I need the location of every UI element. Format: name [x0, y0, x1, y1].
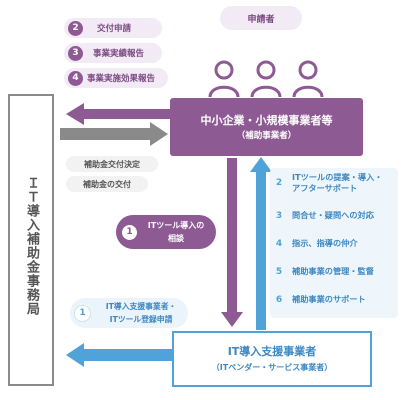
support-line1: ITツールの提案・導入・: [292, 172, 383, 182]
secretariat-box: [8, 94, 54, 386]
consult-badge: 1 ITツール導入の 相談: [116, 215, 216, 249]
step-number: 3: [68, 45, 83, 61]
step-number: 2: [68, 20, 83, 36]
support-line1: 指示、指導の仲介: [292, 238, 358, 248]
support-item: 3 問合せ・疑問への対応: [272, 210, 396, 221]
step-item: 4 事業実施効果報告: [64, 68, 168, 88]
registration-line2: ITツール登録申請: [109, 315, 173, 324]
support-line1: 補助事業の管理・監督: [292, 266, 374, 276]
support-panel: [270, 168, 398, 318]
support-number: 2: [275, 178, 283, 188]
registration-number: 1: [74, 304, 91, 322]
step-label: 交付申請: [97, 24, 132, 34]
support-item: 4 指示、指導の仲介: [272, 238, 396, 249]
applicant-badge: 申請者: [220, 6, 302, 30]
arrow-sme-to-secretariat: [66, 103, 170, 125]
grant-decision-label: 補助金交付決定: [66, 156, 158, 172]
consult-line2: 相談: [168, 234, 184, 243]
support-line1: 問合せ・疑問への対応: [292, 210, 374, 220]
grant-payment-label: 補助金の交付: [66, 176, 148, 192]
vendor-box: [172, 331, 372, 387]
step-item: 3 事業実績報告: [64, 43, 162, 63]
consult-number: 1: [122, 224, 137, 240]
registration-line1: IT導入支援事業者・: [105, 302, 177, 311]
sme-box: [170, 98, 363, 156]
registration-badge: 1 IT導入支援事業者・ ITツール登録申請: [70, 298, 188, 328]
support-item: 5 補助事業の管理・監督: [272, 266, 396, 277]
support-item: 6 補助事業のサポート: [272, 294, 396, 305]
support-number: 6: [275, 294, 283, 305]
grant-payment-text: 補助金の交付: [83, 179, 131, 189]
consult-line1: ITツール導入の: [147, 221, 205, 230]
sme-subtitle: （補助事業者）: [236, 131, 297, 141]
step-number: 4: [68, 70, 83, 86]
arrow-secretariat-to-sme: [60, 122, 168, 146]
support-number: 3: [275, 210, 283, 221]
vendor-title: IT導入支援事業者: [227, 345, 317, 358]
sme-title: 中小企業・小規模事業者等: [200, 114, 333, 127]
support-item: 2 ITツールの提案・導入・アフターサポート: [272, 172, 396, 194]
support-line2: アフターサポート: [292, 183, 358, 193]
step-label: 事業実績報告: [93, 49, 145, 59]
support-number: 5: [275, 266, 283, 277]
vendor-subtitle: （ITベンダー・サービス事業者）: [211, 363, 333, 372]
support-number: 4: [275, 238, 283, 249]
arrow-vendor-to-sme: [250, 157, 272, 330]
secretariat-title: ＩＴ導入補助金事務局: [24, 176, 39, 316]
support-line1: 補助事業のサポート: [292, 294, 366, 304]
step-label: 事業実施効果報告: [87, 74, 156, 84]
applicant-label: 申請者: [247, 14, 275, 25]
arrow-sme-to-vendor: [221, 158, 243, 327]
arrow-vendor-to-secretariat: [66, 343, 172, 367]
grant-decision-text: 補助金交付決定: [84, 159, 140, 169]
people-icon: [208, 60, 324, 98]
step-item: 2 交付申請: [64, 18, 162, 38]
